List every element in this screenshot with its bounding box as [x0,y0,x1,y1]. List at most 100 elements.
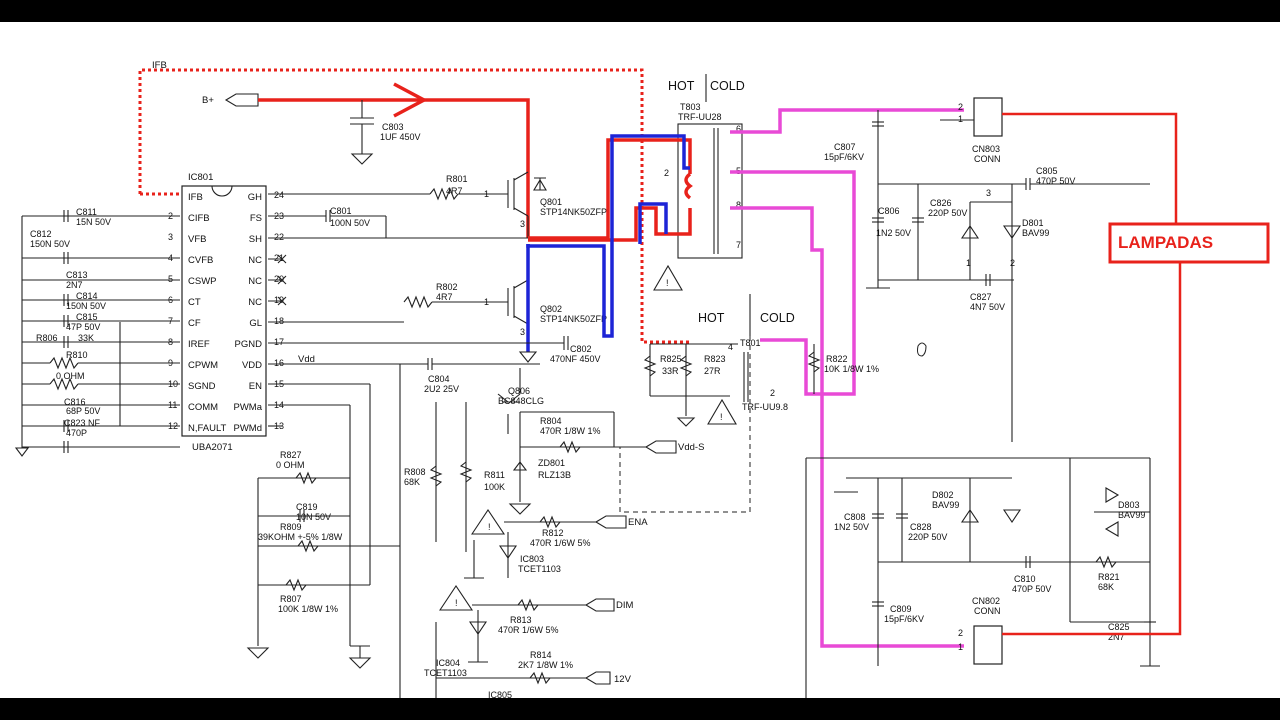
svg-text:CN803: CN803 [972,144,1000,154]
svg-text:2: 2 [664,168,669,178]
ic801-pin-right-number: 22 [274,232,284,242]
svg-text:Vdd: Vdd [298,354,315,365]
svg-text:B+: B+ [202,95,214,106]
svg-text:3: 3 [520,219,525,229]
svg-text:15pF/6KV: 15pF/6KV [824,152,864,162]
svg-text:R823: R823 [704,354,726,364]
svg-text:33K: 33K [78,333,94,343]
ic801-pin-left-name: CT [188,297,201,308]
ifb-dashed-loop [138,68,690,344]
red-trace-primary [528,138,692,240]
ic801-pin-right-name: NC [248,297,262,308]
svg-text:R812: R812 [542,528,564,538]
svg-text:100K 1/8W 1%: 100K 1/8W 1% [278,604,338,614]
hot-label-t801: HOT [698,311,725,325]
svg-text:2K7 1/8W 1%: 2K7 1/8W 1% [518,660,573,670]
svg-text:47P 50V: 47P 50V [66,322,100,332]
svg-text:R811: R811 [484,470,505,480]
svg-text:R814: R814 [530,650,552,660]
svg-text:C803: C803 [382,122,404,132]
svg-text:IC803: IC803 [520,554,544,564]
ic801-pin-right-number: 24 [274,190,284,200]
svg-text:1: 1 [958,642,963,652]
svg-text:4: 4 [728,342,733,352]
ic801-pin-right-name: GL [249,318,262,329]
ic801-pin-left-name: IREF [188,339,210,350]
svg-text:RLZ13B: RLZ13B [538,470,571,480]
ic801-pin-left-number: 3 [168,232,173,242]
svg-text:C805: C805 [1036,166,1058,176]
svg-text:Vdd-S: Vdd-S [678,442,704,453]
ic801-pin-left-name: CPWM [188,360,218,371]
magenta-trace-cn802 [730,206,964,648]
ic801-pin-right-name: PWMa [234,402,263,413]
svg-text:C807: C807 [834,142,856,152]
svg-text:R809: R809 [280,522,302,532]
ic801-pin-left-name: CVFB [188,255,213,266]
ic801-pin-right-number: 19 [274,295,284,305]
ic801-pin-right-number: 16 [274,358,284,368]
ic801-pin-left-name: SGND [188,381,216,392]
svg-text:TCET1103: TCET1103 [518,564,561,574]
svg-text:10K 1/8W 1%: 10K 1/8W 1% [824,364,879,374]
svg-text:2U2 25V: 2U2 25V [424,384,459,394]
svg-text:R821: R821 [1098,572,1120,582]
ic801-pin-right-name: VDD [242,360,262,371]
svg-text:2: 2 [958,102,963,112]
svg-text:C801: C801 [330,206,352,216]
svg-text:T803: T803 [680,102,701,112]
svg-text:R804: R804 [540,416,562,426]
ic801-ref: IC801 [188,172,213,183]
svg-text:2: 2 [770,388,775,398]
svg-text:C804: C804 [428,374,450,384]
cn803-connector [973,97,1003,137]
svg-text:TRF-UU28: TRF-UU28 [678,112,722,122]
ic801-pin-left-name: CF [188,318,201,329]
ic801-pin-left-number: 5 [168,274,173,284]
ic801-pin-right-name: FS [250,213,262,224]
hand-cursor-icon [917,342,927,357]
svg-text:ENA: ENA [628,517,648,528]
svg-text:C806: C806 [878,206,900,216]
svg-text:C802: C802 [570,344,592,354]
svg-text:4N7 50V: 4N7 50V [970,302,1005,312]
svg-text:Q802: Q802 [540,304,562,314]
svg-text:8: 8 [736,200,741,210]
red-trace-lamp-top [1002,112,1178,224]
svg-text:220P 50V: 220P 50V [928,208,967,218]
svg-text:BAV99: BAV99 [1118,510,1145,520]
svg-text:12V: 12V [614,674,632,685]
svg-text:D801: D801 [1022,218,1044,228]
ic801-pin-left-name: CSWP [188,276,217,287]
svg-text:C810: C810 [1014,574,1036,584]
ic801-pin-right-number: 17 [274,337,284,347]
svg-text:2: 2 [1010,258,1015,268]
svg-text:!: ! [455,598,458,608]
svg-text:C823 NF: C823 NF [64,418,101,428]
svg-text:6: 6 [736,124,741,134]
svg-text:R827: R827 [280,450,302,460]
svg-text:7: 7 [736,240,741,250]
magenta-trace-feedback [730,170,856,396]
svg-text:R802: R802 [436,282,458,292]
svg-text:Q801: Q801 [540,197,562,207]
svg-text:BC848CLG: BC848CLG [498,396,544,406]
t803-core [677,123,743,259]
svg-text:4R7: 4R7 [436,292,453,302]
svg-text:STP14NK50ZFP: STP14NK50ZFP [540,314,607,324]
cold-label-t803: COLD [710,79,745,93]
magenta-trace-cn803 [730,108,964,134]
svg-text:IC804: IC804 [436,658,460,668]
ic801-pin-right-name: SH [249,234,262,245]
svg-text:C812: C812 [30,229,52,239]
svg-text:C813: C813 [66,270,88,280]
svg-text:!: ! [666,278,669,288]
svg-text:0 OHM: 0 OHM [276,460,305,470]
svg-text:R806: R806 [36,333,58,343]
ic801-body [181,185,267,437]
current-arrow [393,82,428,118]
svg-text:R825: R825 [660,354,682,364]
ic801-pin-left-name: CIFB [188,213,210,224]
nc-pin-mark [268,275,287,285]
